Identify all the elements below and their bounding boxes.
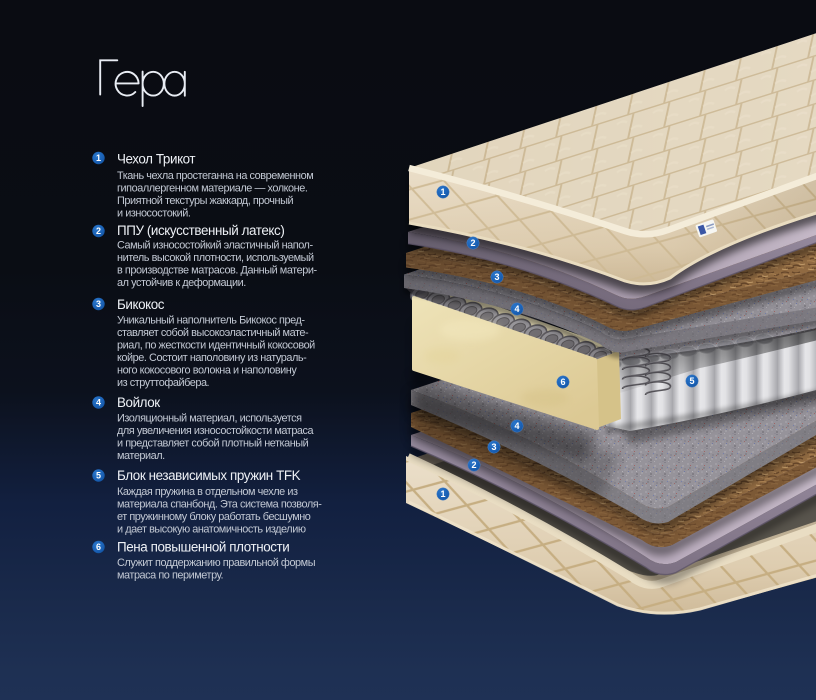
svg-text:Самый износостойкий эластичный: Самый износостойкий эластичный напол-	[117, 240, 313, 252]
svg-text:Пена повышенной плотности: Пена повышенной плотности	[117, 540, 289, 555]
svg-text:2: 2	[470, 238, 475, 248]
svg-text:1: 1	[440, 489, 445, 499]
svg-text:5: 5	[689, 376, 694, 386]
svg-text:койре. Состоит наполовину из н: койре. Состоит наполовину из натураль-	[117, 352, 307, 364]
svg-text:нитель высокой плотности, испо: нитель высокой плотности, используемый	[117, 252, 314, 264]
svg-text:4: 4	[514, 421, 519, 431]
svg-text:Чехол Трикот: Чехол Трикот	[117, 152, 195, 167]
svg-text:Войлок: Войлок	[117, 395, 160, 410]
svg-text:2: 2	[471, 460, 476, 470]
svg-text:для увеличения износостойкости: для увеличения износостойкости матраса	[117, 425, 315, 437]
svg-text:ал устойчив к деформации.: ал устойчив к деформации.	[117, 277, 246, 289]
svg-text:6: 6	[560, 377, 565, 387]
svg-text:и дает высокую анатомичность и: и дает высокую анатомичность изделию	[117, 523, 306, 535]
svg-text:гипоаллергенном материале — хо: гипоаллергенном материале — холконе.	[117, 182, 308, 194]
svg-text:ного кокосового волокна и напо: ного кокосового волокна и наполовину	[117, 364, 297, 376]
svg-text:риал, по жесткости идентичный: риал, по жесткости идентичный кокосовой	[117, 339, 315, 351]
svg-text:матраса по периметру.: матраса по периметру.	[117, 570, 223, 582]
svg-text:Уникальный наполнитель Бикокос: Уникальный наполнитель Бикокос пред-	[117, 315, 305, 327]
svg-text:ППУ (искусственный латекс): ППУ (искусственный латекс)	[117, 223, 284, 238]
svg-text:3: 3	[96, 299, 101, 309]
svg-text:Бикокос: Бикокос	[117, 297, 165, 312]
svg-text:ставляет собой высокоэластичны: ставляет собой высокоэластичный мате-	[117, 327, 309, 339]
svg-text:и представляет собой плотный н: и представляет собой плотный нетканый	[117, 437, 309, 449]
svg-text:3: 3	[491, 442, 496, 452]
svg-text:4: 4	[96, 398, 101, 408]
svg-text:1: 1	[440, 187, 445, 197]
svg-text:из струттофайбера.: из струттофайбера.	[117, 377, 210, 389]
svg-text:5: 5	[96, 471, 101, 481]
svg-text:Приятной текстуры жаккард, про: Приятной текстуры жаккард, прочный	[117, 195, 293, 207]
svg-text:Каждая пружина в отдельном чех: Каждая пружина в отдельном чехле из	[117, 486, 298, 498]
svg-text:Служит поддержанию правильной: Служит поддержанию правильной формы	[117, 557, 316, 569]
svg-text:материал.: материал.	[117, 450, 165, 462]
svg-text:4: 4	[514, 304, 519, 314]
svg-text:в производстве матрасов. Данны: в производстве матрасов. Данный матери-	[117, 264, 317, 276]
svg-text:2: 2	[96, 226, 101, 236]
svg-text:1: 1	[96, 153, 101, 163]
svg-text:материала спанбонд. Эта систем: материала спанбонд. Эта система позволя-	[117, 498, 322, 510]
svg-text:Ткань чехла простеганна на сов: Ткань чехла простеганна на современном	[117, 170, 313, 182]
svg-text:6: 6	[96, 542, 101, 552]
svg-text:Изоляционный материал, использ: Изоляционный материал, используется	[117, 413, 302, 425]
svg-text:ет пружинному блоку работать б: ет пружинному блоку работать бесшумно	[117, 511, 311, 523]
svg-text:и износостокий.: и износостокий.	[117, 207, 191, 219]
svg-text:3: 3	[494, 272, 499, 282]
svg-text:Блок независимых пружин TFK: Блок независимых пружин TFK	[117, 468, 301, 483]
